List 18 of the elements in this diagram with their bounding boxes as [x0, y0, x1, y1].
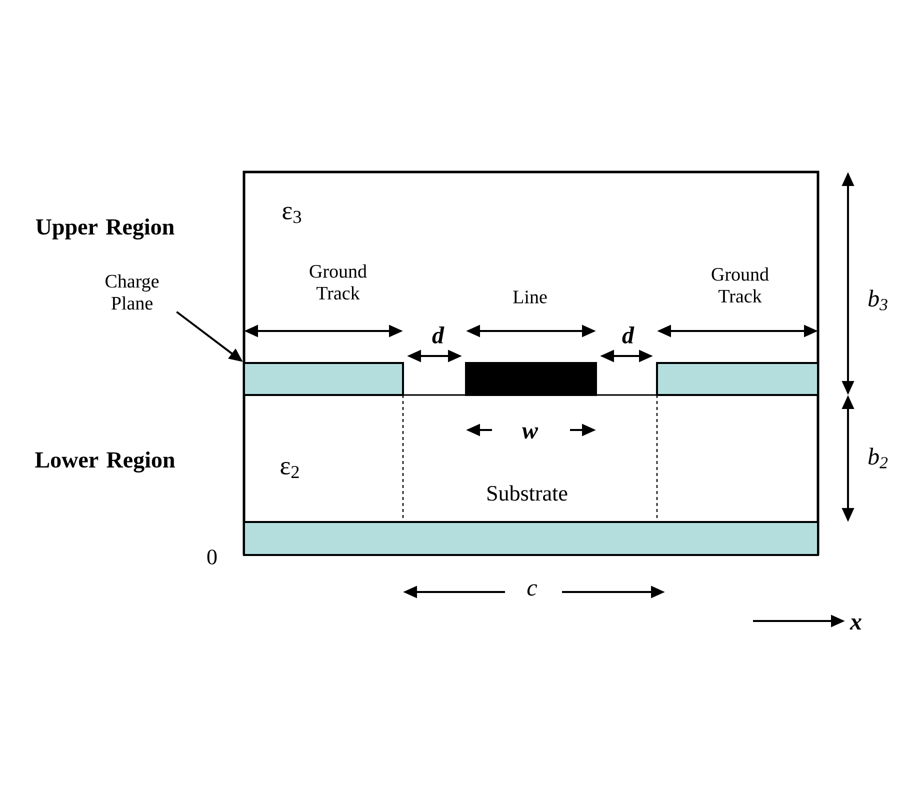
callout-text: Charge Plane [106, 274, 159, 310]
ground-track [656, 362, 819, 396]
dimension-label: d [432, 326, 444, 344]
dimension-label: b$_{3}$ [868, 290, 888, 310]
permittivity-label: ε$_{3}$ [282, 206, 302, 224]
signal-line-strip [465, 362, 597, 396]
dimension-label: c [527, 584, 538, 596]
region-label: Upper Region [36, 218, 174, 240]
dimension-label: d [622, 326, 634, 344]
region-label: Ground Track [310, 264, 367, 300]
ground-track [243, 362, 404, 396]
ground-plane [243, 521, 819, 556]
dimension-label: w [522, 427, 538, 439]
region-label: Lower Region [35, 451, 175, 473]
axis-label: x [850, 618, 862, 630]
axis-label: 0 [207, 550, 217, 564]
dimension-label: b$_{2}$ [868, 448, 888, 468]
permittivity-label: ε$_{2}$ [280, 462, 299, 478]
